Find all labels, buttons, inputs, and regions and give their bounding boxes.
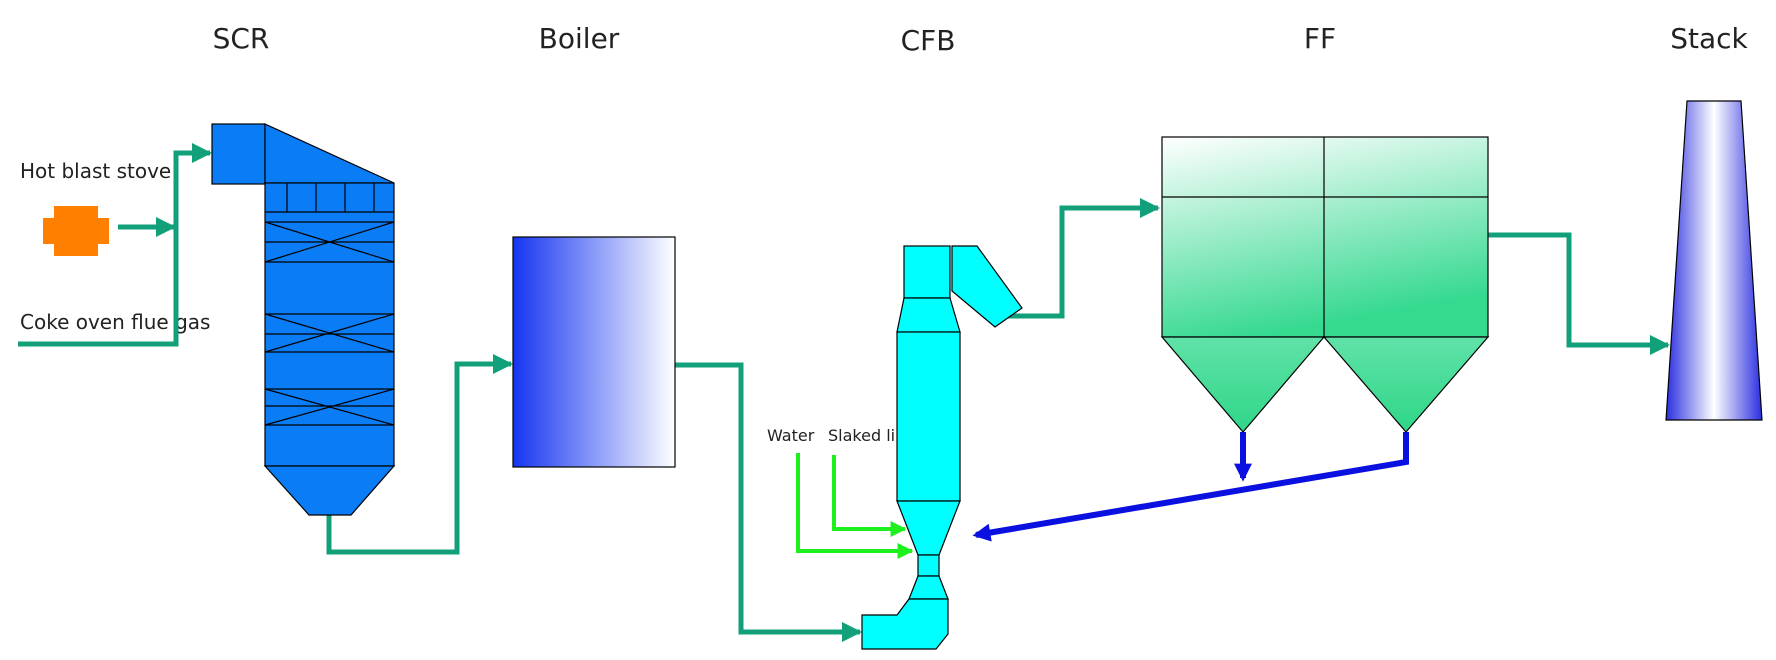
scr-title: SCR (213, 22, 270, 55)
stack (1665, 100, 1763, 421)
slaked-lime-pipe (832, 455, 907, 537)
cfb-title: CFB (901, 24, 956, 57)
coke-oven-flue-gas-label: Coke oven flue gas (20, 310, 210, 334)
ff-title: FF (1304, 22, 1336, 55)
scr-reactor (211, 123, 396, 516)
water-label: Water (767, 426, 815, 445)
scr-to-boiler-pipe (326, 354, 513, 555)
coke-gas-to-scr-pipe (18, 143, 212, 347)
hot-blast-stove-label: Hot blast stove (20, 159, 171, 183)
hot-blast-stove (43, 206, 109, 256)
boiler-title: Boiler (539, 22, 620, 55)
fabric-filter (1160, 136, 1490, 433)
cfb-to-ff-pipe (1004, 198, 1160, 319)
water-pipe (796, 453, 914, 559)
boiler-to-cfb-pipe (675, 362, 862, 642)
ff-to-stack-pipe (1488, 232, 1670, 355)
ash-return-pipe (972, 432, 1409, 542)
boiler (512, 236, 676, 468)
cfb-absorber (861, 245, 1023, 650)
stack-title: Stack (1670, 22, 1748, 55)
